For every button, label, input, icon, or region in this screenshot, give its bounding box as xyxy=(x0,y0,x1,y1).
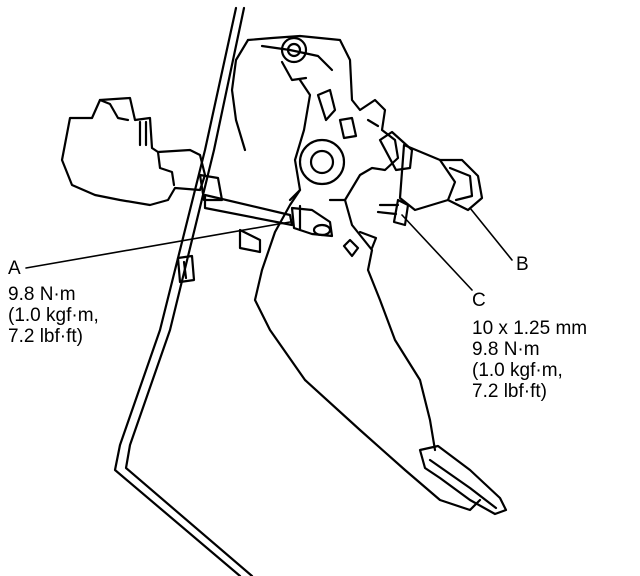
callout-a-spec-line: 7.2 lbf·ft) xyxy=(8,326,83,347)
firewall-panel-edge xyxy=(113,6,254,576)
callout-a-spec-line: 9.8 N·m xyxy=(8,284,76,305)
callout-c-spec: 10 x 1.25 mm 9.8 N·m (1.0 kgf·m, 7.2 lbf… xyxy=(472,318,587,402)
callout-a-letter: A xyxy=(8,258,21,279)
pedal-bracket xyxy=(230,34,400,202)
switch-c xyxy=(376,130,484,227)
clip-lower xyxy=(238,228,262,254)
leader-lines xyxy=(25,207,513,291)
leader-a xyxy=(25,221,291,269)
callout-c-letter: C xyxy=(472,290,486,311)
callout-c-spec-line: 9.8 N·m xyxy=(472,339,540,360)
leader-c xyxy=(401,214,473,291)
callout-c-spec-line: 10 x 1.25 mm xyxy=(472,318,588,339)
callout-b: B xyxy=(516,254,529,275)
pivot-bolt-center xyxy=(298,138,346,186)
callout-a-spec-line: (1.0 kgf·m, xyxy=(8,305,99,326)
pedal-arm xyxy=(253,188,482,512)
pivot-bolt-upper xyxy=(280,36,308,82)
callout-b-letter: B xyxy=(516,254,529,275)
callout-c-spec-line: (1.0 kgf·m, xyxy=(472,360,563,381)
callout-c-spec-line: 7.2 lbf·ft) xyxy=(472,381,547,402)
mounting-bracket xyxy=(60,96,224,284)
callout-c: C xyxy=(472,290,486,311)
switch-a xyxy=(203,193,334,238)
leader-b xyxy=(469,207,513,261)
callout-a-spec: 9.8 N·m (1.0 kgf·m, 7.2 lbf·ft) xyxy=(8,284,99,347)
callout-a: A xyxy=(8,258,21,279)
pedal-pad xyxy=(418,444,508,516)
